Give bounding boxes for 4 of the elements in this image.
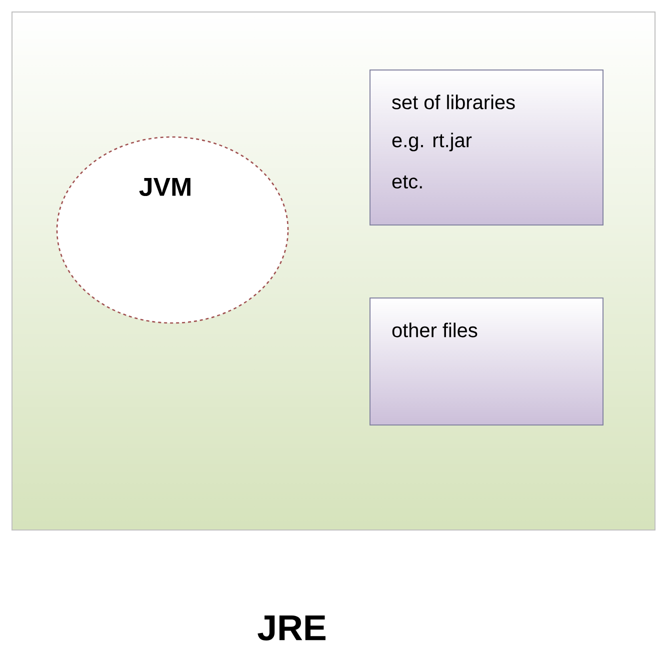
text-box: other files bbox=[370, 298, 604, 426]
label: JVM bbox=[139, 178, 190, 196]
heading: JRE bbox=[258, 616, 326, 641]
text-box: set of libraries e.g. rt.jar etc. bbox=[370, 70, 604, 226]
